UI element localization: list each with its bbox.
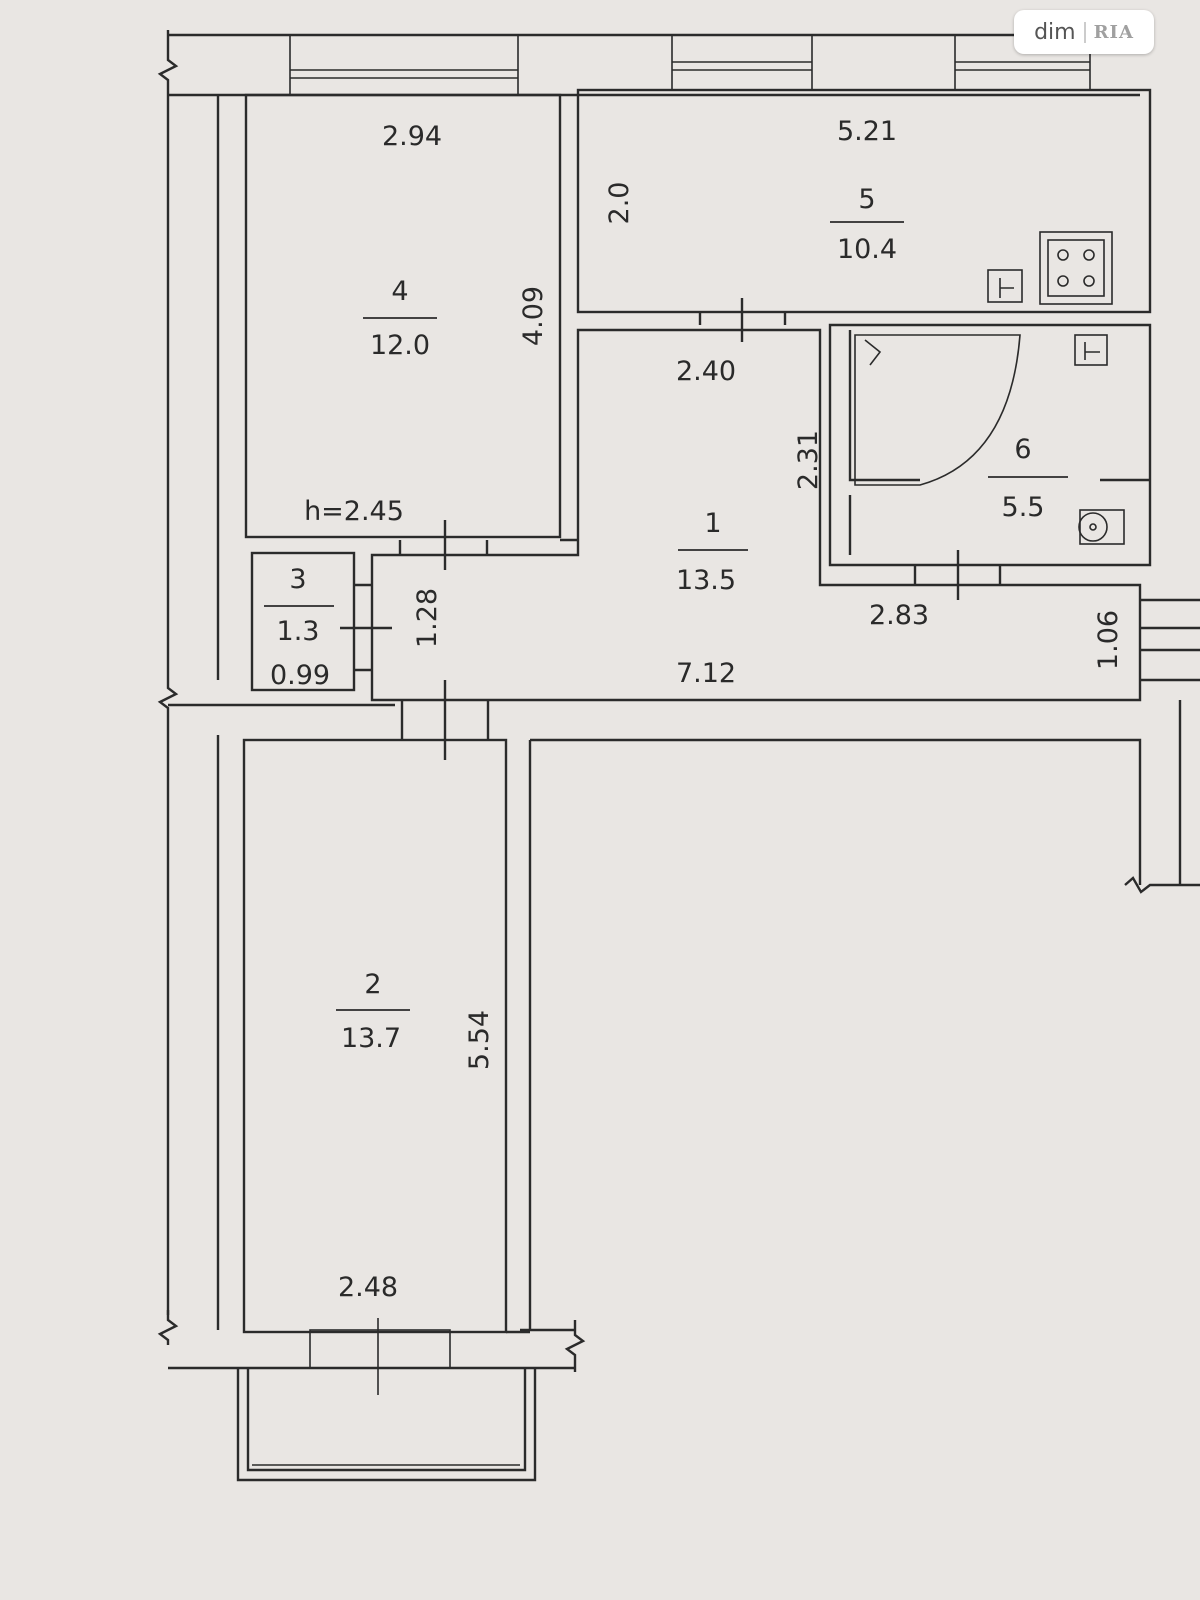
dim-room4-width: 2.94 (382, 121, 442, 152)
washbasin-icon (1074, 334, 1108, 366)
sink-icon (987, 269, 1023, 303)
room-2-area: 13.7 (341, 1023, 401, 1054)
room-4-number: 4 (391, 276, 408, 307)
dim-room4-length: 4.09 (518, 286, 549, 346)
watermark-brand-left: dim (1034, 19, 1076, 45)
room-2 (236, 680, 1142, 1482)
stove-icon (1039, 231, 1113, 305)
room-6-number: 6 (1014, 434, 1031, 465)
watermark-logo: dim RIA (1014, 10, 1154, 54)
room-4 (244, 93, 562, 539)
room-3-area: 1.3 (277, 616, 320, 647)
bathtub-icon (854, 334, 1021, 486)
room-5-area: 10.4 (837, 234, 897, 265)
room-4-area: 12.0 (370, 330, 430, 361)
dim-room2-width: 2.48 (338, 1272, 398, 1303)
toilet-icon (1079, 509, 1125, 545)
dim-room1-side: 2.31 (793, 430, 824, 490)
room-5-number: 5 (858, 184, 875, 215)
dim-room6-width: 2.83 (869, 600, 929, 631)
room-1 (370, 328, 1200, 894)
room-1-number: 1 (704, 508, 721, 539)
dim-room1-top: 2.40 (676, 356, 736, 387)
watermark-brand-right: RIA (1083, 21, 1134, 43)
dimension-labels: 2.94 4.09 h=2.45 5.21 2.0 2.40 2.31 2.83… (270, 116, 1124, 1303)
room-1-area: 13.5 (676, 565, 736, 596)
room-5 (576, 88, 1152, 342)
room-6 (828, 323, 1152, 600)
dim-room2-length: 5.54 (464, 1010, 495, 1070)
dim-room5-depth: 2.0 (604, 182, 635, 225)
windows (289, 34, 1091, 1395)
dim-corridor-width: 1.28 (412, 588, 443, 648)
dim-room3-width: 0.99 (270, 660, 330, 691)
dim-room5-width: 5.21 (837, 116, 897, 147)
dim-ceiling-height: h=2.45 (304, 496, 404, 527)
room-labels: 4 12.0 5 10.4 6 5.5 1 13.5 3 1.3 2 13.7 (264, 184, 1068, 1054)
room-2-number: 2 (364, 969, 381, 1000)
room-3 (250, 551, 392, 692)
room-3-number: 3 (289, 564, 306, 595)
dim-corridor-length: 7.12 (676, 658, 736, 689)
room-6-area: 5.5 (1002, 492, 1045, 523)
dim-entrance-width: 1.06 (1093, 610, 1124, 670)
